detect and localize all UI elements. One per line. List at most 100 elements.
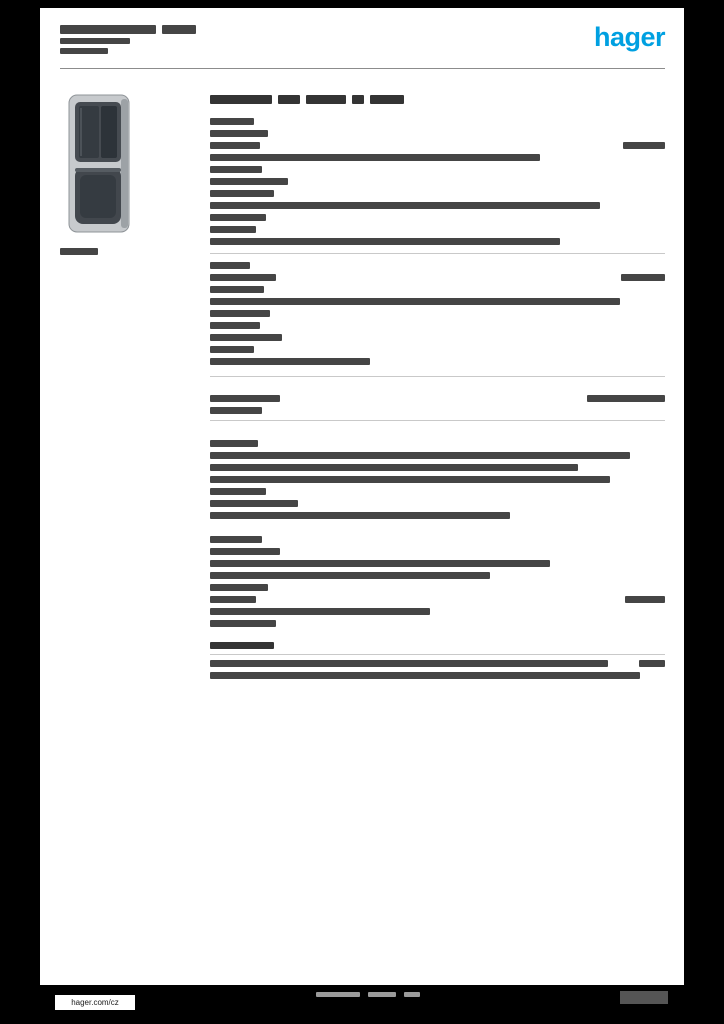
- redacted-text: [368, 992, 396, 997]
- characteristic-row: [210, 500, 665, 507]
- characteristic-row: [210, 334, 665, 341]
- redacted-text: [210, 476, 610, 483]
- footer-note: [316, 992, 420, 997]
- redacted-text: [210, 238, 560, 245]
- characteristic-row: [210, 452, 665, 459]
- notes-heading-redacted: [210, 642, 665, 653]
- characteristic-row: [210, 190, 665, 197]
- redacted-text: [210, 395, 280, 402]
- redacted-text: [210, 512, 510, 519]
- redacted-text: [210, 274, 276, 281]
- redacted-text: [210, 358, 370, 365]
- redacted-text: [210, 202, 600, 209]
- footer-url-link[interactable]: hager.com/cz: [71, 998, 119, 1007]
- redacted-text: [352, 95, 364, 104]
- characteristics-group-5: [210, 536, 665, 632]
- redacted-text: [278, 95, 300, 104]
- product-image: [60, 90, 140, 238]
- characteristic-row: [210, 298, 665, 305]
- redacted-text: [210, 488, 266, 495]
- characteristic-row: [210, 512, 665, 519]
- redacted-text: [210, 584, 268, 591]
- footer-page-badge: [620, 991, 668, 1004]
- redacted-text: [621, 274, 665, 281]
- redacted-text: [210, 178, 288, 185]
- characteristic-row: [210, 166, 665, 173]
- redacted-text: [210, 130, 268, 137]
- characteristics-group-1: [210, 118, 665, 250]
- footer-url-box: hager.com/cz: [55, 995, 135, 1010]
- page-canvas: hager: [40, 8, 684, 985]
- redacted-text: [625, 596, 665, 603]
- characteristic-row: [210, 310, 665, 317]
- redacted-text: [210, 642, 274, 649]
- section-divider: [210, 654, 665, 655]
- redacted-text: [210, 452, 630, 459]
- redacted-text: [210, 548, 280, 555]
- redacted-text: [60, 48, 108, 54]
- redacted-text: [210, 572, 490, 579]
- redacted-text: [210, 536, 262, 543]
- redacted-text: [210, 166, 262, 173]
- characteristic-row: [210, 274, 665, 281]
- redacted-text: [210, 310, 270, 317]
- redacted-text: [210, 118, 254, 125]
- redacted-text: [210, 346, 254, 353]
- hager-logo: hager: [593, 22, 666, 52]
- redacted-text: [306, 95, 346, 104]
- characteristics-group-4: [210, 440, 665, 524]
- redacted-text: [316, 992, 360, 997]
- switch-socket-combo-illustration: [68, 94, 130, 233]
- redacted-text: [210, 214, 266, 221]
- characteristic-row: [210, 407, 665, 414]
- section-heading: [210, 642, 665, 649]
- doc-title-line: [60, 38, 196, 44]
- redacted-text: [162, 25, 196, 34]
- redacted-text: [210, 608, 430, 615]
- redacted-text: [210, 322, 260, 329]
- product-reference-redacted: [60, 248, 98, 255]
- characteristic-row: [210, 488, 665, 495]
- redacted-text: [60, 38, 130, 44]
- characteristic-row: [210, 536, 665, 543]
- redacted-text: [60, 25, 156, 34]
- redacted-text: [210, 286, 264, 293]
- redacted-text: [210, 142, 260, 149]
- characteristic-row: [210, 226, 665, 233]
- characteristic-row: [210, 660, 665, 667]
- redacted-text: [210, 334, 282, 341]
- redacted-text: [210, 464, 578, 471]
- characteristic-row: [210, 476, 665, 483]
- doc-title-line: [60, 25, 196, 34]
- characteristic-row: [210, 118, 665, 125]
- characteristics-group-3: [210, 395, 665, 419]
- header-divider: [60, 68, 665, 69]
- characteristic-row: [210, 286, 665, 293]
- characteristic-row: [210, 560, 665, 567]
- characteristic-row: [210, 395, 665, 402]
- doc-title-block: [60, 25, 196, 58]
- characteristic-row: [210, 178, 665, 185]
- redacted-text: [210, 440, 258, 447]
- characteristic-row: [210, 322, 665, 329]
- characteristic-row: [210, 262, 665, 269]
- characteristic-row: [210, 214, 665, 221]
- characteristic-row: [210, 202, 665, 209]
- section-divider: [210, 376, 665, 377]
- characteristic-row: [210, 154, 665, 161]
- characteristic-row: [210, 620, 665, 627]
- characteristic-row: [210, 672, 665, 679]
- characteristics-group-2: [210, 262, 665, 370]
- characteristic-row: [210, 464, 665, 471]
- characteristic-row: [210, 572, 665, 579]
- redacted-text: [210, 154, 540, 161]
- redacted-text: [210, 262, 250, 269]
- redacted-text: [587, 395, 665, 402]
- redacted-text: [210, 226, 256, 233]
- characteristic-row: [210, 238, 665, 245]
- redacted-text: [210, 500, 298, 507]
- notes-paragraph: [210, 660, 665, 684]
- characteristic-row: [210, 440, 665, 447]
- redacted-text: [210, 298, 620, 305]
